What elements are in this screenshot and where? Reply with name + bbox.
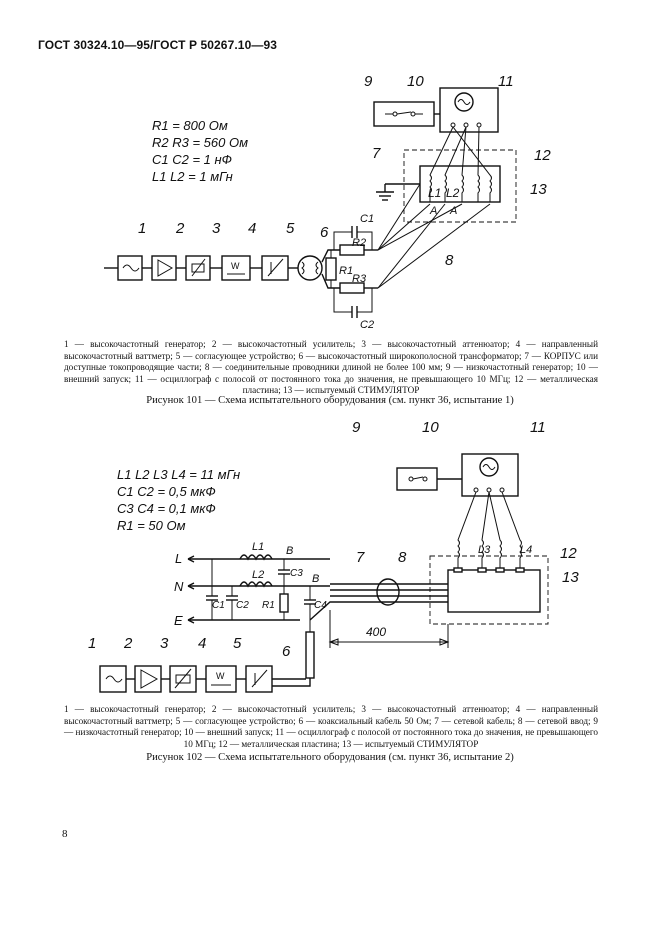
fig1-l2-label: L2: [446, 186, 460, 200]
fig2-c2-label: C2: [236, 600, 249, 611]
fig2-c4-label: C4: [314, 600, 327, 611]
fig1-hf-generator: [117, 255, 143, 281]
document-header: ГОСТ 30324.10—95/ГОСТ Р 50267.10—93: [38, 38, 277, 52]
fig2-value-r1: R1 = 50 Ом: [117, 518, 186, 533]
fig2-lf-generator: [396, 467, 438, 491]
fig2-line-l: L: [175, 551, 182, 566]
fig2-coax-cable: [305, 631, 315, 679]
fig2-label-7: 7: [356, 549, 365, 566]
figure-101-diagram: R1 = 800 Ом R2 R3 = 560 Ом C1 C2 = 1 нФ …: [104, 73, 551, 331]
fig2-value-l: L1 L2 L3 L4 = 11 мГн: [117, 467, 240, 482]
fig2-label-3: 3: [160, 635, 169, 652]
fig2-r1: [279, 593, 289, 613]
fig2-l1-label: L1: [252, 541, 264, 553]
fig2-oscilloscope: [461, 453, 519, 497]
fig2-c1-label: C1: [212, 600, 225, 611]
fig1-label-1: 1: [138, 220, 146, 237]
svg-text:W: W: [231, 261, 240, 271]
fig2-label-9: 9: [352, 419, 361, 436]
fig1-lf-generator: [373, 101, 435, 127]
fig1-stimulator: [419, 165, 501, 203]
fig2-value-c3c4: C3 C4 = 0,1 мкФ: [117, 501, 216, 516]
fig1-label-5: 5: [286, 220, 295, 237]
svg-text:W: W: [216, 671, 225, 681]
svg-text:A: A: [449, 205, 457, 217]
fig2-hf-generator: [99, 665, 127, 693]
fig2-caption: Рисунок 102 — Схема испытательного обору…: [146, 752, 514, 763]
fig1-metal-plate: [403, 149, 517, 223]
fig1-label-11: 11: [498, 73, 514, 90]
fig2-matching-device: [245, 665, 273, 693]
fig2-label-1: 1: [88, 635, 96, 652]
fig2-label-10: 10: [422, 419, 439, 436]
fig2-line-e: E: [174, 613, 183, 628]
fig2-label-5: 5: [233, 635, 242, 652]
fig2-l3-label: L3: [478, 544, 491, 556]
page-number: 8: [62, 828, 68, 840]
fig1-label-6: 6: [320, 224, 329, 241]
fig1-label-4: 4: [248, 220, 256, 237]
fig2-r1-label: R1: [262, 600, 275, 611]
fig2-dimension: 400: [366, 625, 386, 639]
fig2-label-12: 12: [560, 545, 577, 562]
fig2-l2-label: L2: [252, 569, 264, 581]
fig1-legend: 1 — высокочастотный генератор; 2 — высок…: [64, 339, 598, 396]
fig1-caption: Рисунок 101 — Схема испытательного обору…: [146, 395, 514, 406]
fig2-b2-label: B: [312, 573, 319, 585]
fig2-c3-label: C3: [290, 568, 303, 579]
fig2-label-2: 2: [123, 635, 133, 652]
fig2-legend: 1 — высокочастотный генератор; 2 — высок…: [64, 704, 598, 749]
fig1-c2-label: C2: [360, 319, 374, 331]
fig1-value-l1l2: L1 L2 = 1 мГн: [152, 169, 233, 184]
fig2-label-4: 4: [198, 635, 206, 652]
fig1-label-10: 10: [407, 73, 424, 90]
fig1-label-12: 12: [534, 147, 551, 164]
fig1-r3-label: R3: [352, 273, 367, 285]
fig1-label-9: 9: [364, 73, 373, 90]
fig2-label-8: 8: [398, 549, 407, 566]
fig1-r2-label: R2: [352, 237, 366, 249]
fig2-line-n: N: [174, 579, 184, 594]
fig2-b-label: B: [286, 545, 293, 557]
fig1-r1-label: R1: [339, 265, 353, 277]
fig1-r1: [325, 257, 337, 281]
fig2-stimulator: [447, 569, 541, 613]
fig1-transformer: [297, 255, 323, 281]
fig1-value-r1: R1 = 800 Ом: [152, 118, 228, 133]
fig2-label-11: 11: [530, 419, 546, 436]
fig2-label-6: 6: [282, 643, 291, 660]
fig1-label-7: 7: [372, 145, 381, 162]
fig2-label-13: 13: [562, 569, 579, 586]
fig1-value-r2r3: R2 R3 = 560 Ом: [152, 135, 248, 150]
fig2-value-c1c2: C1 C2 = 0,5 мкФ: [117, 484, 216, 499]
figure-102-diagram: L1 L2 L3 L4 = 11 мГн C1 C2 = 0,5 мкФ C3 …: [88, 419, 579, 693]
svg-text:A: A: [429, 205, 437, 217]
fig2-l4-label: L4: [520, 544, 532, 556]
fig1-c1-label: C1: [360, 213, 374, 225]
fig1-label-8: 8: [445, 252, 454, 269]
fig1-label-3: 3: [212, 220, 221, 237]
fig1-label-2: 2: [175, 220, 185, 237]
fig1-label-13: 13: [530, 181, 547, 198]
fig1-l1-label: L1: [428, 186, 441, 200]
fig1-value-c1c2: C1 C2 = 1 нФ: [152, 152, 232, 167]
